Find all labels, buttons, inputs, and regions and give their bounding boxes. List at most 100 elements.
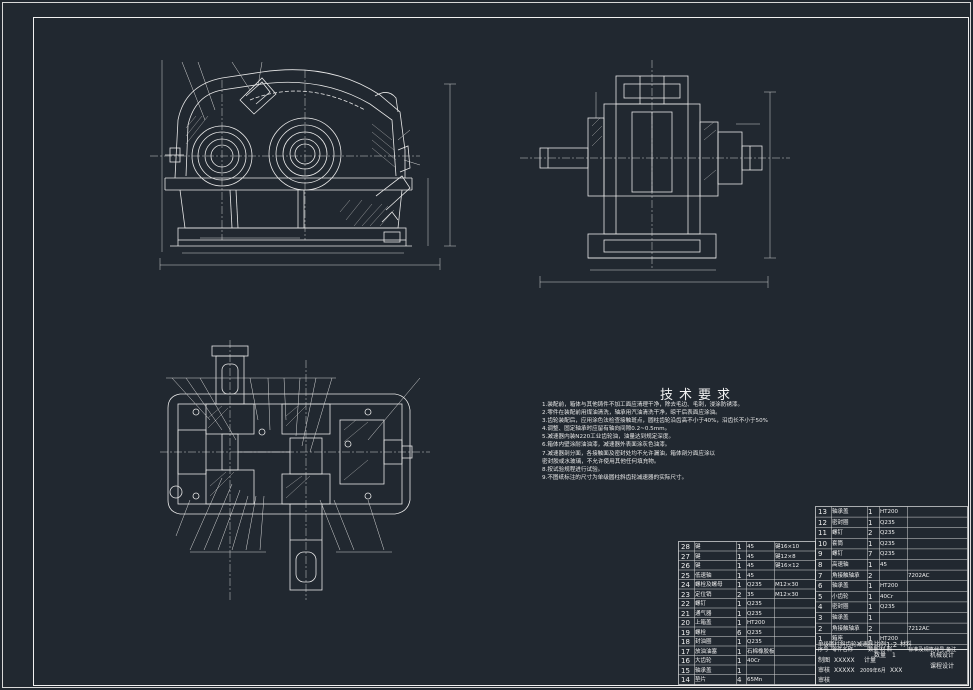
- bom-cell-mat: Q235: [880, 519, 895, 526]
- bom-cell-no: 19: [681, 628, 690, 637]
- bom-cell-name: 小齿轮: [832, 593, 849, 600]
- bom-cell-name: 上箱盖: [695, 620, 712, 626]
- bom-cell-no: 10: [818, 539, 827, 548]
- title-checked-label: 审核: [818, 667, 831, 674]
- requirement-line: 5.减速器内装N220工业齿轮油，油量达到规定深度。: [542, 434, 675, 441]
- technical-requirements-list: 1.装配前，箱体与其他铸件不加工面应清理干净，除去毛边、毛刺，浸涂防锈漆。 2.…: [542, 401, 768, 482]
- bom-cell-no: 15: [681, 666, 690, 675]
- bom-cell-qty: 1: [737, 562, 742, 570]
- top-view: [160, 340, 430, 600]
- requirement-line: 2.零件在装配前用煤油清洗，轴承用汽油清洗干净，晾干后表面应涂油。: [542, 410, 721, 417]
- title-drawing-name: 单级圆柱斜齿轮减速器: [818, 642, 874, 648]
- bom-cell-no: 24: [681, 581, 690, 589]
- bom-cell-qty: 2: [868, 529, 873, 538]
- bom-cell-qty: 6: [737, 628, 742, 637]
- bom-cell-name: 轴承盖: [832, 583, 849, 590]
- bom-cell-no: 4: [818, 603, 823, 612]
- bom-cell-mat: Q235: [747, 610, 762, 617]
- bom-cell-qty: 1: [737, 571, 742, 580]
- bom-cell-qty: 1: [737, 552, 742, 561]
- bom-cell-qty: 1: [737, 543, 742, 551]
- title-review-label: 审核: [818, 677, 831, 684]
- bom-cell-no: 17: [681, 647, 690, 656]
- bom-cell-qty: 1: [737, 609, 742, 618]
- requirement-line: 3.齿轮装配后，应用涂色法检查接触斑点，圆柱齿轮沿齿高不小于40%，沿齿长不小于…: [542, 418, 768, 425]
- bom-cell-no: 26: [681, 562, 690, 570]
- title-course2: 课程设计: [930, 663, 955, 670]
- bom-cell-no: 14: [681, 676, 690, 684]
- bom-cell-no: 22: [681, 600, 690, 608]
- bom-cell-mat: HT200: [880, 509, 898, 515]
- requirement-line: 7.减速器剖分面，各接触面及密封处均不允许漏油，箱体剖分面应涂以: [542, 450, 716, 457]
- bom-cell-qty: 1: [868, 592, 873, 601]
- bom-cell-qty: 1: [868, 561, 873, 569]
- bom-cell-no: 5: [818, 592, 823, 601]
- bom-cell-name: 螺栓及螺母: [695, 582, 723, 588]
- bom-cell-mat: 65Mn: [747, 677, 763, 683]
- bom-cell-name: 轴承盖: [832, 615, 849, 621]
- bom-cell-qty: 数量: [868, 646, 879, 653]
- bom-cell-name: 角接触轴承: [832, 625, 860, 632]
- bom-cell-mat: Q235: [880, 551, 895, 558]
- title-course: 机械设计: [930, 652, 955, 659]
- bom-cell-name: 键: [695, 544, 701, 550]
- bom-cell-qty: 2: [868, 624, 873, 633]
- bom-cell-no: 3: [818, 614, 823, 622]
- bom-cell-name: 高速轴: [832, 562, 849, 568]
- bom-cell-qty: 1: [737, 581, 742, 589]
- bom-header-row: 序号零件名称数量材 料标准及规格代号 备注: [816, 645, 968, 656]
- bom-cell-name: 螺钉: [832, 551, 844, 558]
- bom-cell-no: 序号: [818, 646, 829, 653]
- bom-cell-mat: 45: [747, 553, 754, 560]
- bom-cell-name: 放油油塞: [695, 648, 718, 655]
- bom-grid: [678, 506, 968, 685]
- bom-cell-qty: 1: [737, 666, 742, 675]
- bom-cell-mat: 40Cr: [880, 593, 894, 600]
- bom-cell-qty: 1: [868, 603, 873, 612]
- technical-requirements-title: 技术要求: [660, 388, 737, 403]
- bom-cell-mat: Q235: [747, 639, 762, 645]
- bom-cell-name: 垫片: [695, 677, 707, 683]
- front-view: [150, 60, 456, 270]
- bom-cell-no: 16: [681, 657, 690, 665]
- bom-cell-name: 键: [695, 563, 701, 569]
- requirement-line: 8.按试验规程进行试验。: [542, 466, 604, 473]
- title-group: XXX: [890, 667, 903, 674]
- side-view: [520, 60, 790, 288]
- bom-cell-mat: Q235: [747, 582, 762, 588]
- bom-cell-qty: 7: [868, 550, 873, 559]
- bom-cell-qty: 1: [868, 539, 873, 548]
- bom-cell-mat: 石棉橡胶板: [747, 648, 775, 655]
- bom-cell-name: 零件名称: [832, 646, 853, 653]
- bom-cell-name: 密封圈: [832, 604, 849, 611]
- bom-cell-note: 标准及规格代号 备注: [908, 646, 957, 653]
- bom-cell-qty: 2: [737, 590, 742, 599]
- bom-cell-no: 2: [818, 624, 823, 633]
- bom-cell-no: 11: [818, 529, 827, 538]
- requirement-line: 6.箱体内壁涂耐油油漆，减速器外表面涂灰色油漆。: [542, 442, 671, 449]
- bom-cell-name: 键: [695, 553, 701, 560]
- bom-cell-no: 21: [681, 609, 690, 618]
- bom-cell-no: 7: [818, 571, 823, 580]
- bom-cell-name: 封油圈: [695, 639, 712, 645]
- title-drawn-label: 制图: [818, 657, 831, 664]
- title-qty: 1: [892, 652, 896, 659]
